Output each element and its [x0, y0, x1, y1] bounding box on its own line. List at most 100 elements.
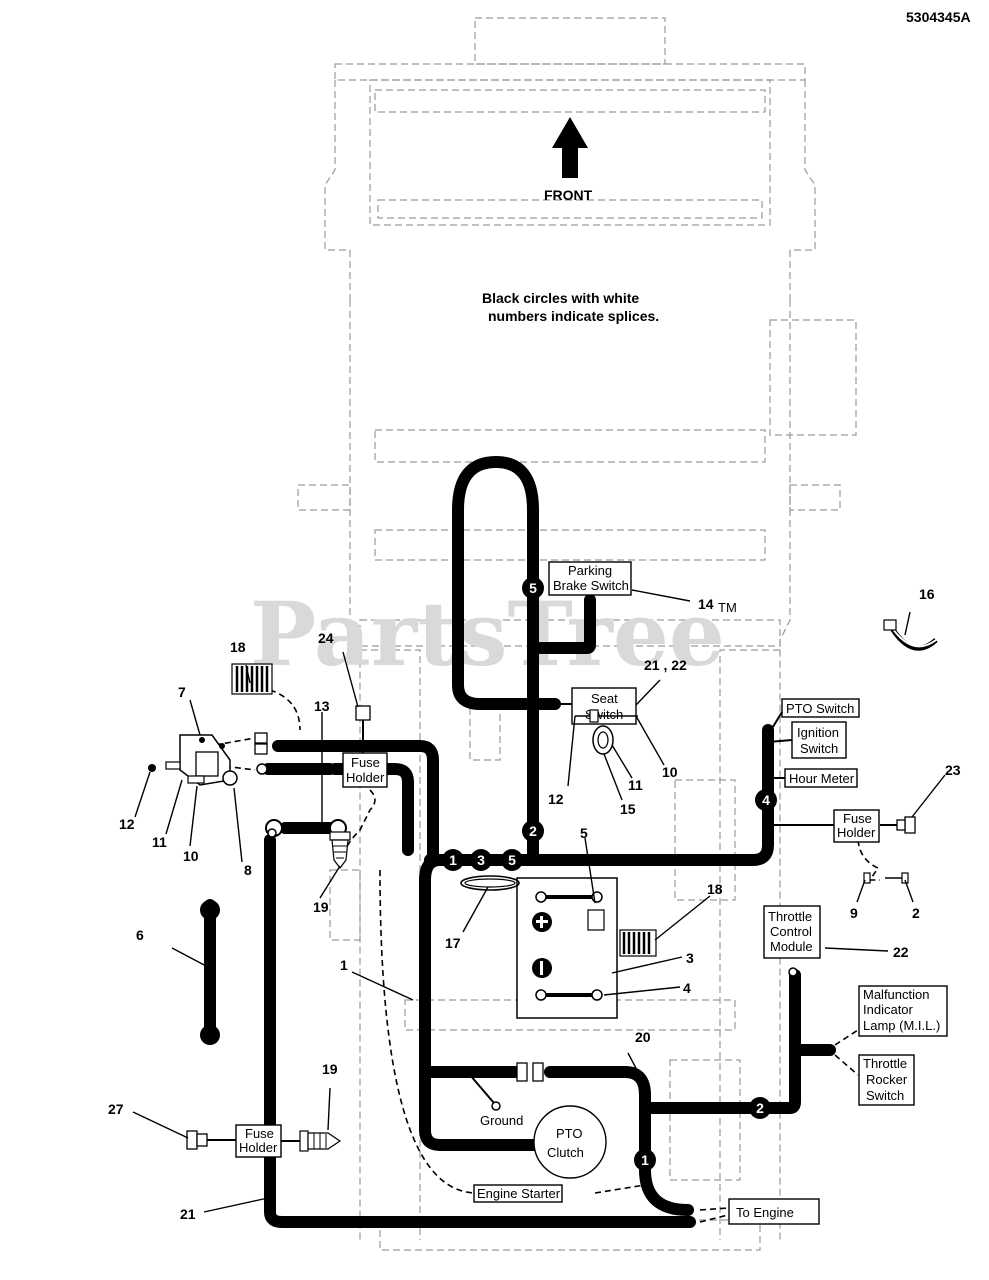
splice-1-lower: 1: [634, 1149, 656, 1171]
fuse-23: [896, 816, 916, 834]
callout-19-lower: 19: [322, 1061, 338, 1077]
callout-1: 1: [340, 957, 348, 973]
callout-12-left: 12: [119, 816, 135, 832]
svg-text:Throttle: Throttle: [863, 1056, 907, 1071]
callout-6: 6: [136, 927, 144, 943]
svg-text:Rocker: Rocker: [866, 1072, 908, 1087]
svg-text:Control: Control: [770, 924, 812, 939]
connector-block-b: [254, 743, 268, 755]
svg-text:Ground: Ground: [480, 1113, 523, 1128]
wire-end-terminal: [788, 967, 798, 977]
fuse-27: [186, 1130, 236, 1150]
callout-9: 9: [850, 905, 858, 921]
fuse-block-18-right: [619, 929, 657, 957]
splice-2-upper: 2: [522, 820, 544, 842]
hour-meter-box: Hour Meter: [784, 768, 858, 788]
svg-text:Module: Module: [770, 939, 813, 954]
callout-14: 14: [698, 596, 714, 612]
callout-24: 24: [318, 630, 334, 646]
spring-15: [575, 709, 638, 755]
engine-starter-box: Engine Starter: [473, 1184, 563, 1203]
grommet-17: [460, 875, 520, 891]
svg-text:1: 1: [641, 1152, 649, 1168]
battery: [516, 877, 618, 1019]
callout-22: 22: [893, 944, 909, 960]
callout-8: 8: [244, 862, 252, 878]
throttle-rocker-switch-box: Throttle Rocker Switch: [858, 1054, 915, 1106]
ignition-switch-box: Ignition Switch: [791, 721, 847, 759]
ring-terminal-1: [256, 763, 268, 775]
callout-5: 5: [580, 825, 588, 841]
splice-2-lower: 2: [749, 1097, 771, 1119]
svg-text:5: 5: [508, 852, 516, 868]
callout-4: 4: [683, 980, 691, 996]
switch-leads: [767, 711, 793, 779]
svg-text:Switch: Switch: [866, 1088, 904, 1103]
to-engine-box: To Engine: [728, 1198, 820, 1225]
svg-text:Lamp (M.I.L.): Lamp (M.I.L.): [863, 1018, 940, 1033]
svg-text:2: 2: [529, 823, 537, 839]
callout-16: 16: [919, 586, 935, 602]
splice-note-line2: numbers indicate splices.: [488, 308, 659, 324]
callout-11-left: 11: [152, 834, 167, 850]
watermark-tm: TM: [718, 600, 737, 615]
svg-text:Switch: Switch: [800, 741, 838, 756]
callout-12-mid: 12: [548, 791, 564, 807]
callout-21-lower: 21: [180, 1206, 196, 1222]
callout-10-left: 10: [183, 848, 199, 864]
splice-5-top: 5: [522, 577, 544, 599]
callout-17: 17: [445, 935, 461, 951]
svg-text:PTO: PTO: [556, 1126, 583, 1141]
svg-text:Holder: Holder: [346, 770, 385, 785]
seat-switch-box: Seat Switch: [571, 687, 637, 725]
callout-2: 2: [912, 905, 920, 921]
callout-18-right: 18: [707, 881, 723, 897]
svg-text:Fuse: Fuse: [245, 1126, 274, 1141]
splice-note-line1: Black circles with white: [482, 290, 639, 306]
svg-text:Fuse: Fuse: [351, 755, 380, 770]
callout-18-left: 18: [230, 639, 246, 655]
svg-text:Seat: Seat: [591, 691, 618, 706]
callout-numbers: 14 21 , 22 12 11 10 15 5 18 3 4 22 20 17…: [108, 586, 961, 1222]
callout-11-mid: 11: [628, 777, 643, 793]
bulb-19-upper: [329, 831, 351, 869]
svg-text:Hour Meter: Hour Meter: [789, 771, 855, 786]
callout-13: 13: [314, 698, 330, 714]
front-label: FRONT: [544, 187, 593, 203]
svg-text:1: 1: [449, 852, 457, 868]
splice-1-left: 1: [442, 849, 464, 871]
callout-19-upper: 19: [313, 899, 329, 915]
callout-7: 7: [178, 684, 186, 700]
svg-text:Malfunction: Malfunction: [863, 987, 929, 1002]
splice-4: 4: [755, 789, 777, 811]
callout-3: 3: [686, 950, 694, 966]
svg-text:2: 2: [756, 1100, 764, 1116]
pto-switch-box: PTO Switch: [781, 698, 860, 718]
svg-text:Throttle: Throttle: [768, 909, 812, 924]
front-arrow: [552, 117, 588, 178]
svg-text:Brake Switch: Brake Switch: [553, 578, 629, 593]
svg-text:3: 3: [477, 852, 485, 868]
callout-21-22-top: 21 , 22: [644, 657, 687, 673]
hardware-12-11-10-8: [148, 761, 238, 786]
fuse-holder-upper-box: Fuse Holder: [342, 752, 388, 788]
solenoid-7: [179, 734, 231, 786]
svg-text:PTO Switch: PTO Switch: [786, 701, 854, 716]
watermark: PartsTree: [250, 582, 725, 686]
connector-pair: [516, 1062, 544, 1082]
fuse-24: [355, 705, 371, 753]
callout-15: 15: [620, 801, 636, 817]
svg-text:Clutch: Clutch: [547, 1145, 584, 1160]
pto-clutch: PTO Clutch: [533, 1105, 607, 1179]
callout-20: 20: [635, 1029, 651, 1045]
callout-23: 23: [945, 762, 961, 778]
parking-brake-switch-box: Parking Brake Switch: [548, 561, 632, 596]
svg-text:Indicator: Indicator: [863, 1002, 914, 1017]
svg-text:Fuse: Fuse: [843, 811, 872, 826]
leader-lines: [132, 589, 946, 1213]
svg-text:Holder: Holder: [239, 1140, 278, 1155]
svg-text:Holder: Holder: [837, 825, 876, 840]
fuse-holder-lower-box: Fuse Holder: [235, 1124, 282, 1158]
callout-10-mid: 10: [662, 764, 678, 780]
